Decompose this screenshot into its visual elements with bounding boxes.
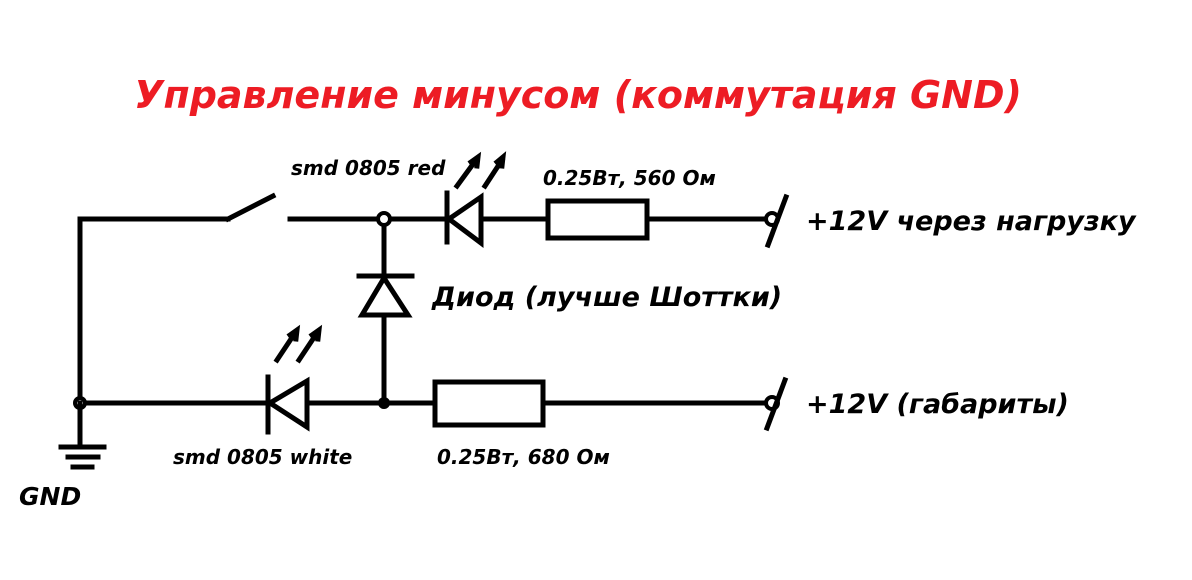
resistor-560-icon xyxy=(545,198,650,241)
diode-icon xyxy=(356,273,415,318)
diagram-title: Управление минусом (коммутация GND) xyxy=(134,73,1022,117)
terminal-top-icon xyxy=(764,193,790,249)
terminal-bottom-label: +12V (габариты) xyxy=(806,389,1069,420)
led-red-label: smd 0805 red xyxy=(291,156,446,180)
led-red-icon xyxy=(444,151,507,248)
switch-icon xyxy=(224,192,277,223)
terminal-bottom-icon xyxy=(763,376,789,432)
led-white-label: smd 0805 white xyxy=(173,445,352,469)
junction-node-top xyxy=(376,211,392,227)
ground-icon xyxy=(58,400,107,470)
junction-node-bottom xyxy=(378,397,390,409)
terminal-top-label: +12V через нагрузку xyxy=(806,206,1137,237)
resistor-bottom-label: 0.25Вт, 680 Ом xyxy=(437,445,610,469)
resistor-680-icon xyxy=(432,379,546,428)
wires xyxy=(77,216,773,406)
led-white-icon xyxy=(265,324,323,435)
resistor-top-label: 0.25Вт, 560 Ом xyxy=(543,166,716,190)
diode-label: Диод (лучше Шоттки) xyxy=(431,282,782,313)
ground-label: GND xyxy=(19,482,81,511)
